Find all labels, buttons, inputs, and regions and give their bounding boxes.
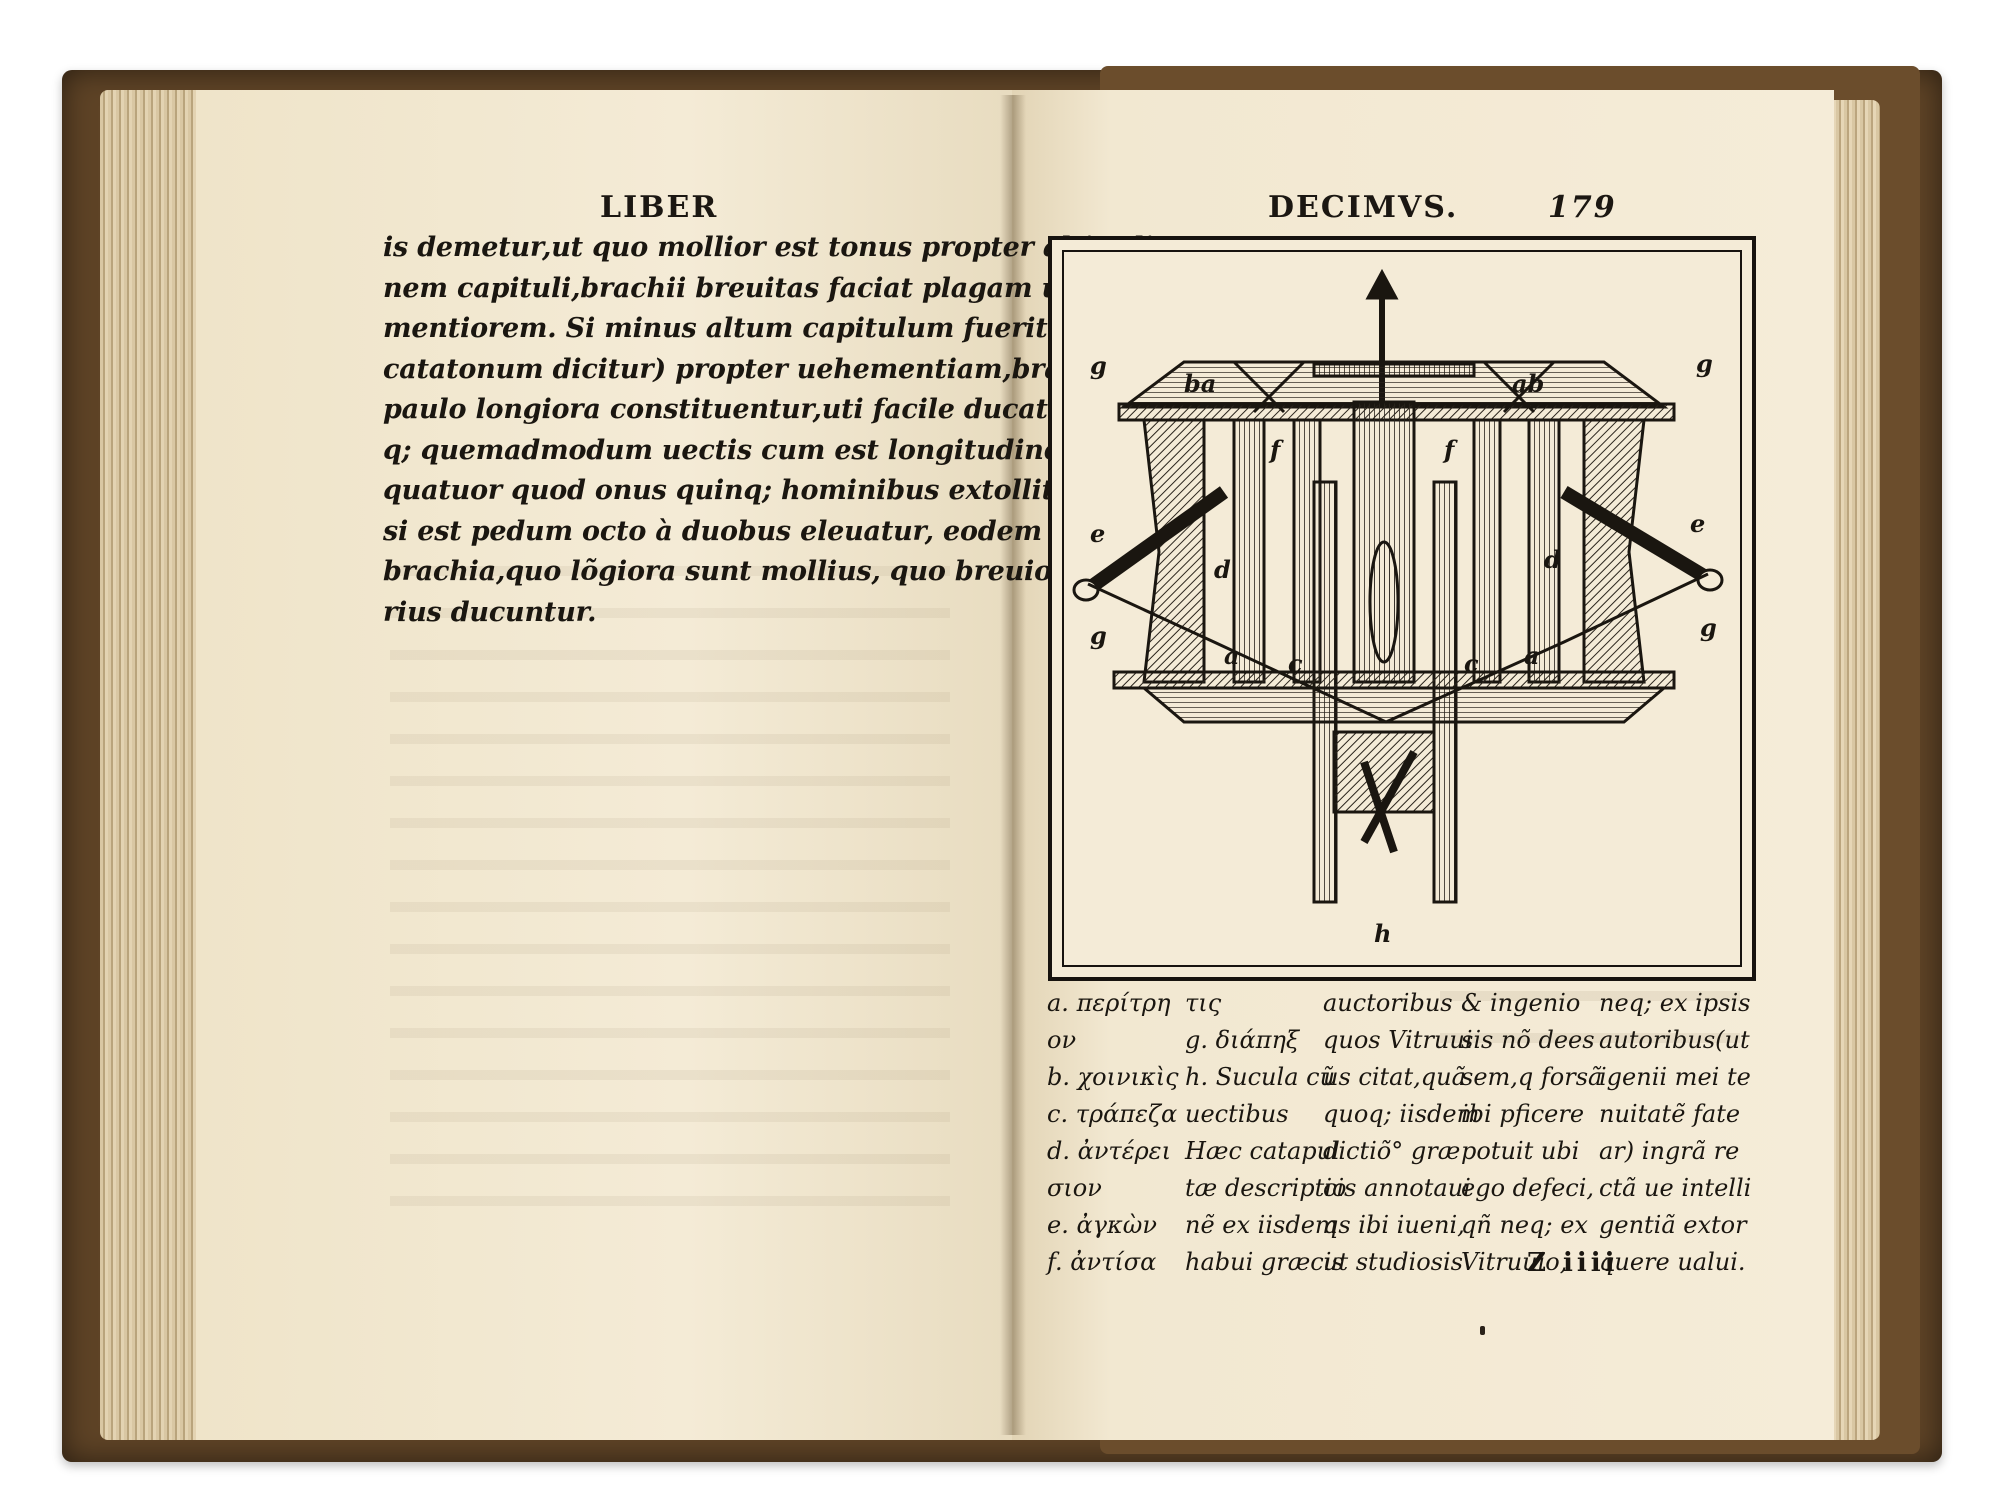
figure-label: f [1442, 435, 1458, 464]
woodcut-figure: g ba ab g f f e e d d g g a c c a h [1048, 236, 1756, 981]
page-edges-left [100, 90, 200, 1440]
caption-line: auctoribus [1323, 989, 1453, 1017]
caption-line: dictiõ° græ [1323, 1137, 1461, 1165]
caption-line: c. τράπεζα [1047, 1100, 1178, 1128]
caption-line: cis annotaui [1323, 1174, 1471, 1202]
caption-line: qs ibi iueni, [1323, 1211, 1465, 1239]
caption-line: h. Sucula cũ [1185, 1063, 1336, 1091]
book-gutter [1000, 95, 1026, 1435]
caption-line: τις [1185, 989, 1222, 1017]
caption-line: qñ neq; ex [1461, 1211, 1588, 1239]
caption-line: sem,q forsã [1461, 1063, 1603, 1091]
catapult-woodcut: g ba ab g f f e e d d g g a c c a h [1072, 268, 1724, 948]
figure-label: ab [1512, 369, 1544, 398]
figure-label: g [1696, 349, 1713, 378]
figure-label: a [1224, 641, 1240, 670]
caption-line: Vitruuio, [1461, 1248, 1568, 1276]
caption-line: potuit ubi [1461, 1137, 1580, 1165]
caption-line: quoq; iisdem [1323, 1100, 1480, 1128]
caption-line: ar) ingrã re [1599, 1137, 1740, 1165]
caption-line: ον [1047, 1026, 1077, 1054]
text-line: paulo longiora constituentur,uti facile … [383, 394, 1139, 425]
figure-label: d [1214, 555, 1231, 584]
figure-label: ba [1184, 369, 1216, 398]
caption-line: us citat,quã [1323, 1063, 1466, 1091]
text-line: q; quemadmodum uectis cum est longitudin… [383, 434, 1173, 466]
caption-line: & ingenio [1461, 989, 1581, 1017]
text-line: catatonum dicitur) propter uehementiam,b… [383, 353, 1125, 385]
figure-label: g [1090, 351, 1107, 380]
caption-line: habui græcis [1185, 1248, 1344, 1276]
figure-label: c [1288, 649, 1303, 678]
show-through-texture-left [390, 540, 950, 1220]
figure-label: f [1268, 435, 1284, 464]
figure-label: h [1374, 919, 1391, 948]
text-line: quatuor quod onus quinq; hominibus extol… [383, 475, 1120, 506]
caption-line: nuitatẽ fate [1599, 1100, 1741, 1128]
text-line: nem capituli,brachii breuitas faciat pla… [383, 272, 1115, 304]
caption-line: g. διάπηξ [1185, 1026, 1300, 1054]
caption-line: a. περίτρη [1047, 989, 1171, 1017]
caption-line: uectibus [1185, 1100, 1289, 1128]
caption-line: e. ἀγκὼν [1047, 1211, 1157, 1239]
caption-column: a. περίτρη ον b. χοινικὶς c. τράπεζα d. … [1047, 985, 1179, 1281]
text-line: is demetur,ut quo mollior est tonus prop… [383, 232, 1154, 263]
caption-line: nẽ ex iisdem [1185, 1211, 1338, 1239]
caption-line: ibi pficere [1461, 1100, 1585, 1128]
caption-line: igenii mei te [1599, 1063, 1751, 1091]
caption-line: ctã ue intelli [1599, 1174, 1752, 1202]
caption-column: auctoribus quos Vitruui us citat,quã quo… [1323, 985, 1479, 1281]
caption-column: neq; ex ipsis autoribus(ut igenii mei te… [1599, 985, 1751, 1281]
caption-line: ut studiosis [1323, 1248, 1463, 1276]
figure-label: e [1690, 509, 1705, 538]
caption-line: ego defeci, [1461, 1174, 1595, 1202]
caption-line: gentiã extor [1599, 1211, 1747, 1239]
text-line: brachia,quo lõgiora sunt mollius, quo br… [383, 556, 1131, 587]
left-page [196, 90, 1012, 1440]
caption-line: Hæc catapul [1185, 1137, 1340, 1165]
figure-label: a [1524, 641, 1540, 670]
ink-speck [1480, 1326, 1485, 1335]
caption-line: sis nõ dees [1461, 1026, 1595, 1054]
figure-label: c [1464, 649, 1479, 678]
figure-label: e [1090, 519, 1105, 548]
folio-number: 179 [1548, 190, 1617, 225]
text-line: rius ducuntur. [383, 596, 597, 628]
caption-line: tæ descriptio [1185, 1174, 1347, 1202]
caption-line: quos Vitruui [1323, 1026, 1473, 1054]
caption-line: f. ἀντίσα [1047, 1248, 1157, 1276]
caption-line: quere ualui. [1599, 1248, 1746, 1276]
left-body-text: is demetur,ut quo mollior est tonus prop… [383, 228, 1173, 633]
caption-line: b. χοινικὶς [1047, 1063, 1179, 1091]
woodcut-inner-frame: g ba ab g f f e e d d g g a c c a h [1062, 250, 1742, 967]
caption-line: autoribus(ut [1599, 1026, 1750, 1054]
figure-label: g [1700, 613, 1717, 642]
caption-line: d. ἀντέρει [1047, 1137, 1171, 1165]
figure-label: d [1544, 545, 1561, 574]
text-line: mentiorem. Si minus altum capitulum fuer… [383, 313, 1135, 344]
figure-label: g [1090, 621, 1107, 650]
caption-column: τις g. διάπηξ h. Sucula cũ uectibus Hæc … [1185, 985, 1346, 1281]
text-line: si est pedum octo à duobus eleuatur, eod… [383, 515, 1134, 547]
caption-line: neq; ex ipsis [1599, 989, 1751, 1017]
caption-line: σιον [1047, 1174, 1102, 1202]
left-running-header: LIBER [600, 190, 719, 225]
signature-mark: Z iiii [1527, 1248, 1619, 1278]
caption-column: & ingenio sis nõ dees sem,q forsã ibi pf… [1461, 985, 1602, 1281]
right-running-header: DECIMVS. [1268, 190, 1459, 225]
